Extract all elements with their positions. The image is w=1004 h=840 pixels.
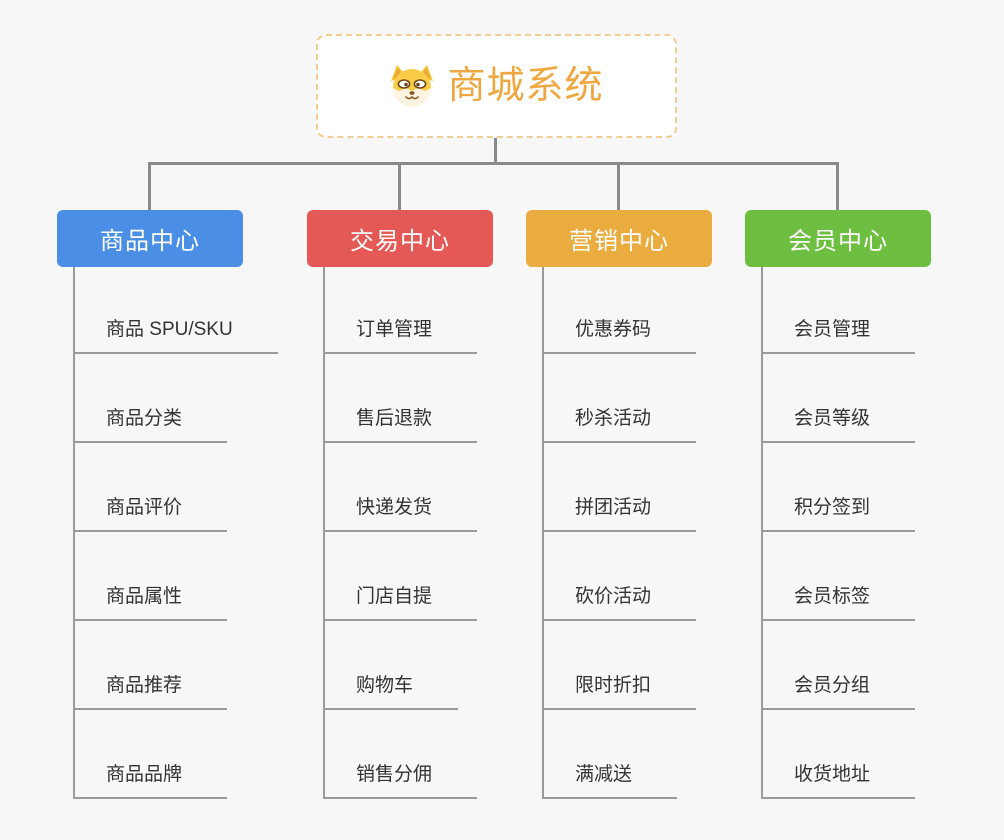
branch-leaves-marketing: 优惠券码 秒杀活动 拼团活动 砍价活动 限时折扣 满减送 — [542, 265, 697, 799]
branch-node-products[interactable]: 商品中心 — [57, 210, 243, 267]
leaf-node[interactable]: 商品属性 — [73, 581, 228, 621]
branch-drop-connector — [617, 164, 620, 210]
leaf-node[interactable]: 拼团活动 — [542, 492, 697, 532]
leaf-node[interactable]: 商品评价 — [73, 492, 228, 532]
leaf-node[interactable]: 优惠券码 — [542, 314, 697, 354]
leaf-node[interactable]: 会员分组 — [761, 670, 916, 710]
branch-leaves-products: 商品 SPU/SKU 商品分类 商品评价 商品属性 商品推荐 商品品牌 — [73, 265, 278, 799]
branch-leaves-members: 会员管理 会员等级 积分签到 会员标签 会员分组 收货地址 — [761, 265, 916, 799]
branch-drop-connector — [398, 164, 401, 210]
root-title: 商城系统 — [447, 65, 604, 107]
leaf-node[interactable]: 秒杀活动 — [542, 403, 697, 443]
leaf-node[interactable]: 商品分类 — [73, 403, 228, 443]
branch-trunk-line — [542, 267, 544, 799]
root-stem-connector — [494, 138, 497, 164]
leaf-node[interactable]: 订单管理 — [323, 314, 478, 354]
leaf-node[interactable]: 满减送 — [542, 759, 678, 799]
branch-node-marketing[interactable]: 营销中心 — [526, 210, 712, 267]
leaf-node[interactable]: 会员管理 — [761, 314, 916, 354]
branch-drop-connector — [148, 164, 151, 210]
branch-label: 会员中心 — [788, 228, 888, 255]
leaf-node[interactable]: 会员标签 — [761, 581, 916, 621]
leaf-node[interactable]: 购物车 — [323, 670, 459, 710]
branch-label: 商品中心 — [100, 228, 200, 255]
branch-trunk-line — [761, 267, 763, 799]
branch-node-trade[interactable]: 交易中心 — [307, 210, 493, 267]
leaf-node[interactable]: 收货地址 — [761, 759, 916, 799]
branch-leaves-trade: 订单管理 售后退款 快递发货 门店自提 购物车 销售分佣 — [323, 265, 478, 799]
leaf-node[interactable]: 积分签到 — [761, 492, 916, 532]
branch-label: 交易中心 — [350, 228, 450, 255]
branch-label: 营销中心 — [569, 228, 669, 255]
branch-drop-connector — [836, 164, 839, 210]
branch-trunk-line — [323, 267, 325, 799]
leaf-node[interactable]: 商品推荐 — [73, 670, 228, 710]
leaf-node[interactable]: 砍价活动 — [542, 581, 697, 621]
branch-horizontal-connector — [148, 162, 839, 165]
branch-node-members[interactable]: 会员中心 — [745, 210, 931, 267]
branch-trunk-line — [73, 267, 75, 799]
dog-face-icon — [391, 65, 434, 107]
leaf-node[interactable]: 商品 SPU/SKU — [73, 314, 278, 354]
leaf-node[interactable]: 门店自提 — [323, 581, 478, 621]
leaf-node[interactable]: 售后退款 — [323, 403, 478, 443]
leaf-node[interactable]: 限时折扣 — [542, 670, 697, 710]
leaf-node[interactable]: 快递发货 — [323, 492, 478, 532]
root-node[interactable]: 商城系统 — [316, 34, 677, 138]
leaf-node[interactable]: 销售分佣 — [323, 759, 478, 799]
leaf-node[interactable]: 会员等级 — [761, 403, 916, 443]
leaf-node[interactable]: 商品品牌 — [73, 759, 228, 799]
